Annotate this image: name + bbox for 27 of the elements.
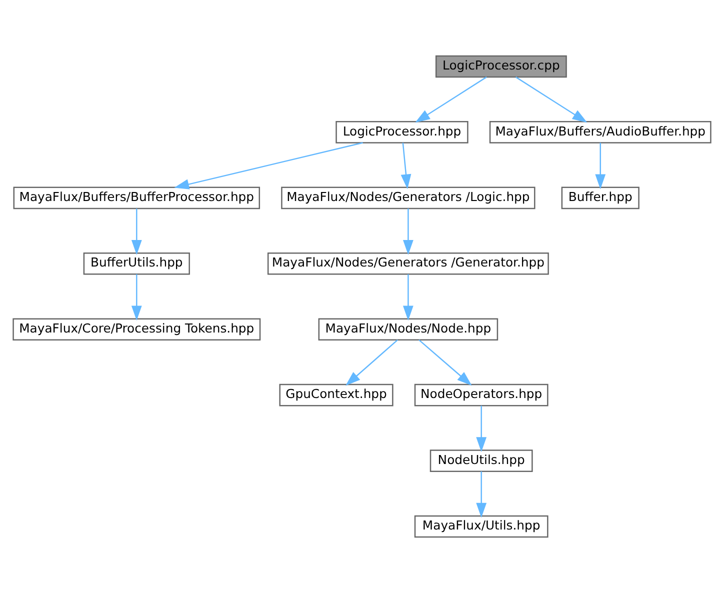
arrow: [402, 274, 414, 321]
arrow: [174, 142, 363, 190]
node-box: NodeUtils.hpp: [430, 450, 533, 472]
node-box: MayaFlux/Core/Processing Tokens.hpp: [12, 318, 261, 341]
arrow: [131, 208, 142, 255]
node-box: MayaFlux/Utils.hpp: [414, 515, 548, 538]
node-box: Buffer.hpp: [561, 186, 640, 210]
arrow: [418, 339, 472, 386]
arrow: [402, 208, 414, 255]
node-box: MayaFlux/Nodes/Node.hpp: [318, 318, 498, 341]
node-box: MayaFlux/Buffers/BufferProcessor.hpp: [13, 186, 260, 210]
arrow: [400, 142, 412, 190]
node-box: MayaFlux/Nodes/Generators /Logic.hpp: [281, 186, 536, 210]
arrow: [346, 339, 398, 386]
node-box: NodeOperators.hpp: [414, 384, 548, 406]
arrow: [476, 471, 487, 518]
arrow: [595, 142, 606, 190]
arrow: [415, 76, 487, 123]
node-box: GpuContext.hpp: [279, 384, 394, 406]
node-box: LogicProcessor.hpp: [336, 121, 468, 144]
node-box: MayaFlux/Buffers/AudioBuffer.hpp: [489, 121, 712, 144]
arrow: [515, 76, 588, 123]
node-box: LogicProcessor.cpp: [435, 55, 567, 78]
arrow: [131, 274, 142, 321]
arrow: [476, 406, 487, 452]
node-box: MayaFlux/Nodes/Generators /Generator.hpp: [267, 252, 549, 275]
node-box: BufferUtils.hpp: [83, 252, 190, 275]
